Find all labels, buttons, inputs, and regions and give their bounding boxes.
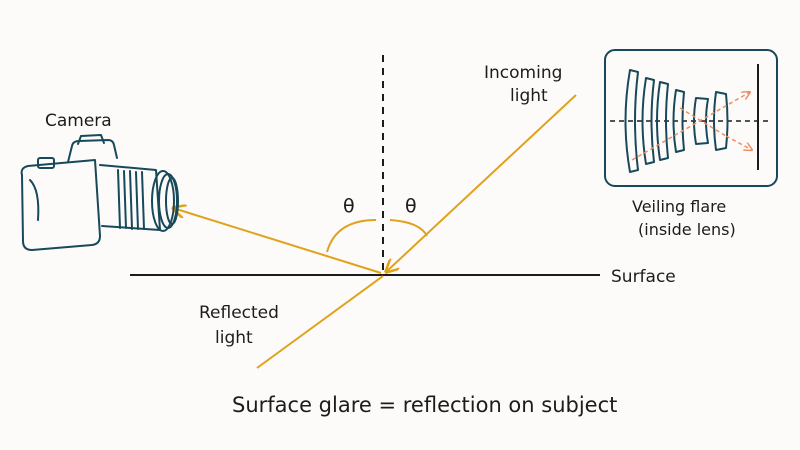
transmitted-ray <box>256 275 384 369</box>
lens-elements-icon <box>604 49 778 187</box>
veiling-flare-label-2: (inside lens) <box>638 220 736 239</box>
reflected-ray <box>173 208 382 274</box>
incoming-ray <box>386 94 577 272</box>
theta-left-label: θ <box>343 195 355 217</box>
surface-label: Surface <box>611 267 676 287</box>
caption: Surface glare = reflection on subject <box>232 393 617 417</box>
camera-label: Camera <box>45 111 112 131</box>
camera-icon <box>20 134 179 251</box>
veiling-flare-label-1: Veiling flare <box>632 197 726 216</box>
angle-arc-left <box>326 219 377 253</box>
incoming-light-label-1: Incoming <box>484 63 562 83</box>
theta-right-label: θ <box>405 195 417 217</box>
reflected-light-label-2: light <box>215 328 253 348</box>
angle-arc-right <box>389 219 428 237</box>
incoming-light-label-2: light <box>510 86 548 106</box>
reflected-light-label-1: Reflected <box>199 303 279 323</box>
